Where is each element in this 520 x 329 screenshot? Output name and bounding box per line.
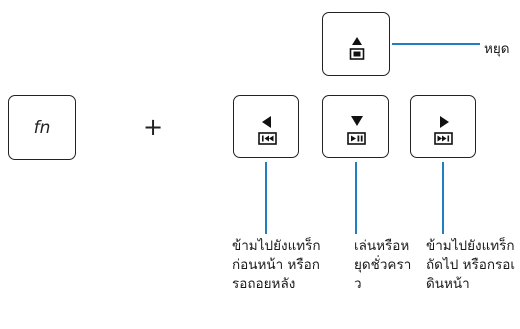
previous-label: ข้ามไปยังแทร็กก่อนหน้า หรือกรอถอยหลัง xyxy=(232,238,321,292)
next-leader-line xyxy=(442,162,444,234)
previous-leader-line xyxy=(265,162,267,234)
fn-key-label: fn xyxy=(33,118,51,138)
stop-label: หยุด xyxy=(484,41,510,57)
stop-key xyxy=(322,12,390,76)
stop-leader-line xyxy=(392,43,480,45)
next-key xyxy=(410,95,476,158)
play-pause-label: เล่นหรือหยุดชั่วคราว xyxy=(354,238,412,292)
stop-eject-icon xyxy=(349,37,365,60)
play-pause-leader-line xyxy=(355,162,357,234)
previous-track-icon xyxy=(258,116,277,145)
next-track-icon xyxy=(434,116,453,145)
next-label: ข้ามไปยังแทร็กถัดไป หรือกรอเดินหน้า xyxy=(426,238,515,292)
play-pause-icon xyxy=(347,116,366,145)
play-pause-key xyxy=(322,95,389,158)
fn-key: fn xyxy=(8,95,76,160)
previous-key xyxy=(233,95,299,158)
plus-sign: + xyxy=(143,113,164,141)
